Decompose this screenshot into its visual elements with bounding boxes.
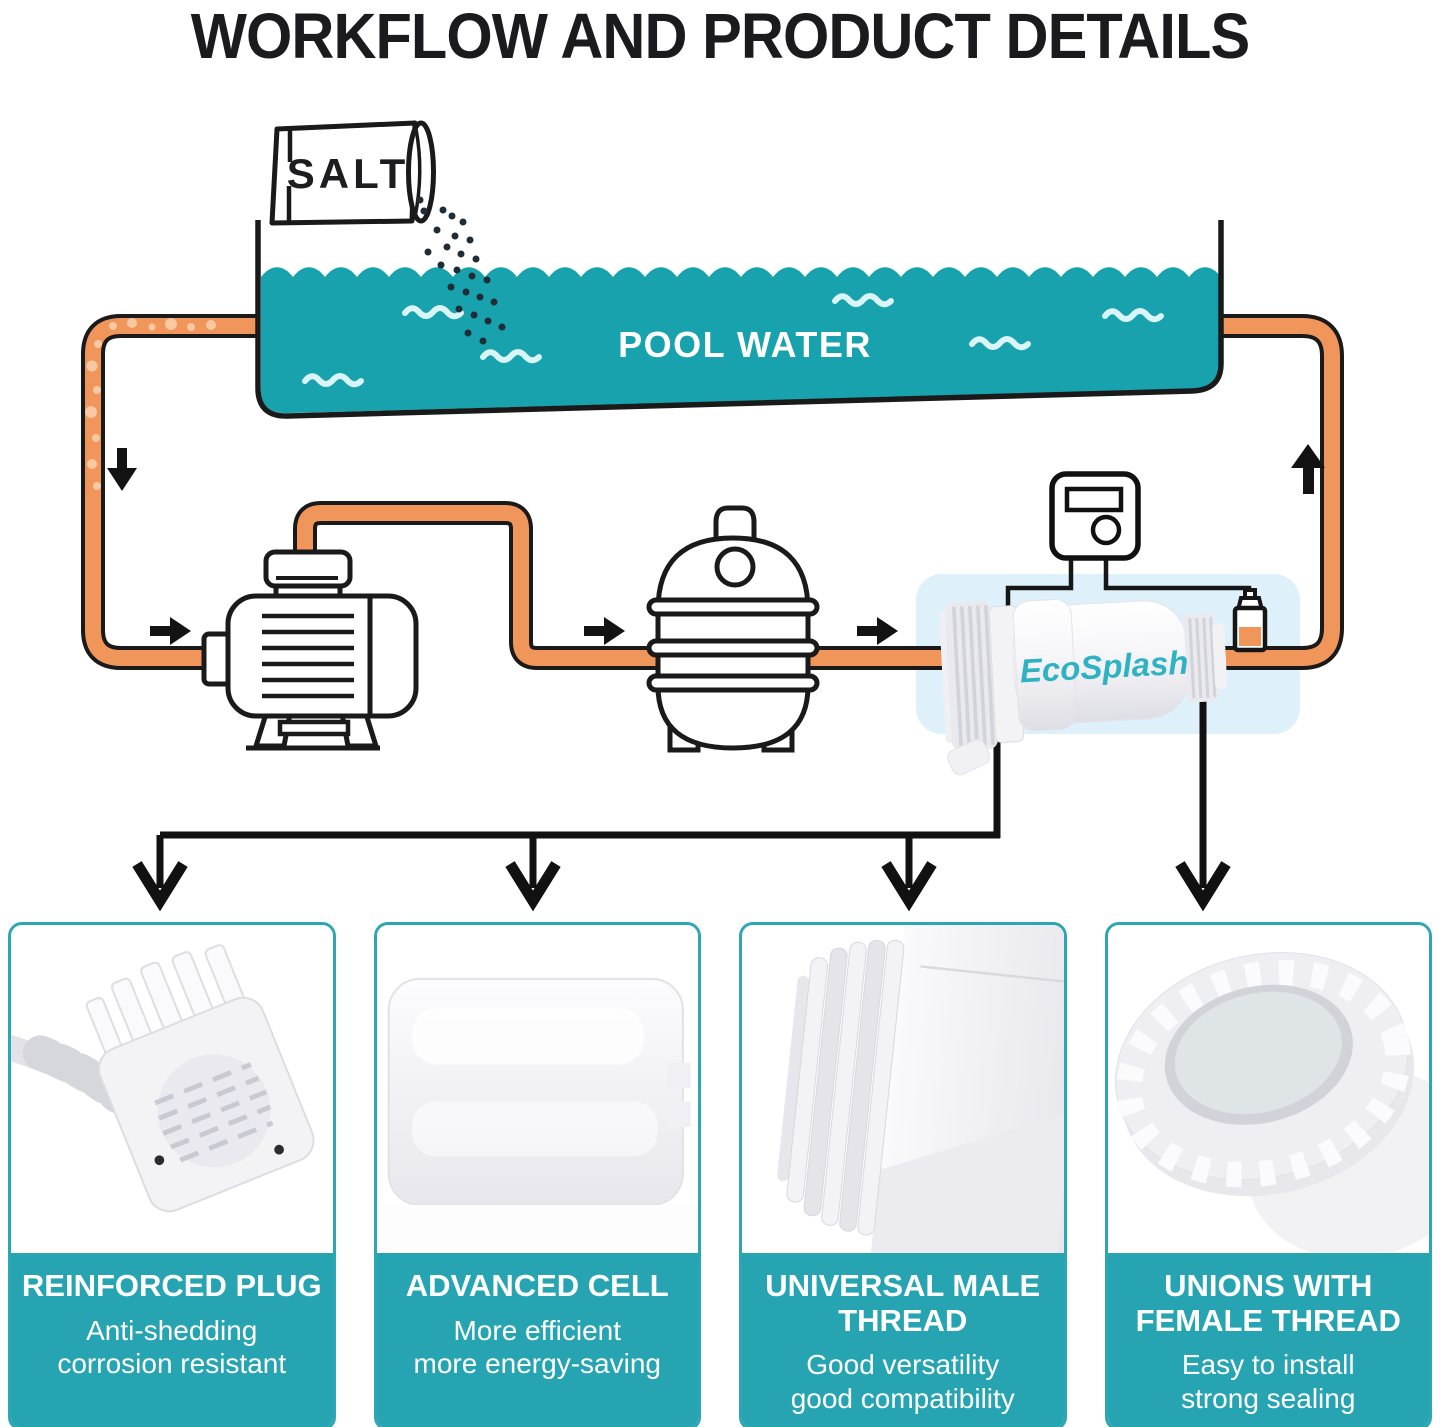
salt-grains xyxy=(416,196,506,345)
pool-water xyxy=(261,267,1221,414)
salt-label: SALT xyxy=(287,150,410,197)
connector-arrowheads xyxy=(132,861,1231,912)
panel-knob xyxy=(1090,514,1122,546)
pipe-cell-to-pool xyxy=(1198,314,1344,670)
salt-bag: SALT xyxy=(269,120,506,345)
arrowhead-icon xyxy=(505,861,561,912)
cell-illustration xyxy=(376,977,698,1250)
pool-outline xyxy=(255,220,1224,419)
panel-display xyxy=(1064,486,1124,513)
card-title: UNIVERSAL MALE THREAD xyxy=(765,1268,1041,1338)
card-subtitle: Anti-shedding corrosion resistant xyxy=(57,1314,287,1380)
chlorinator-cell: EcoSplash xyxy=(939,598,1228,776)
cell-brand-logo: EcoSplash xyxy=(1019,644,1189,690)
cell-nub xyxy=(947,739,991,776)
thread-illustration xyxy=(777,925,1064,1253)
pool-water-label: POOL WATER xyxy=(618,324,872,365)
pump xyxy=(201,549,419,751)
card-title: ADVANCED CELL xyxy=(405,1268,669,1303)
plug-illustration xyxy=(11,944,315,1213)
connector-drops xyxy=(156,700,1207,888)
control-panel xyxy=(1049,471,1141,561)
sensor-liquid xyxy=(1239,627,1261,646)
filter-top-cap xyxy=(713,505,757,538)
salt-flow-dots xyxy=(85,318,216,490)
flow-arrow-up-icon xyxy=(1291,444,1325,494)
card-band: ADVANCED CELL More efficient more energy… xyxy=(376,1253,698,1427)
product-cards: REINFORCED PLUG Anti-shedding corrosion … xyxy=(8,922,1432,1427)
card-band: UNIVERSAL MALE THREAD Good versatility g… xyxy=(742,1253,1064,1427)
filter-tank xyxy=(646,505,820,753)
card-band: UNIONS WITH FEMALE THREAD Easy to instal… xyxy=(1107,1253,1429,1427)
pipe-pump-to-cell xyxy=(293,501,960,670)
card-title: REINFORCED PLUG xyxy=(21,1268,322,1303)
flow-sensor xyxy=(1232,588,1268,653)
filter-band xyxy=(646,597,820,617)
filter-band xyxy=(646,673,820,693)
flow-arrow-right-icon xyxy=(150,617,191,645)
filter-band xyxy=(646,638,820,658)
pool-tank: POOL WATER xyxy=(255,220,1224,419)
pipe-loop xyxy=(81,314,1344,670)
page-title: WORKFLOW AND PRODUCT DETAILS xyxy=(190,0,1250,72)
card-subtitle: More efficient more energy-saving xyxy=(413,1314,661,1380)
arrowhead-icon xyxy=(1175,861,1231,912)
reinforced-plug-photo xyxy=(11,925,333,1253)
flow-arrow-right-icon xyxy=(857,617,898,645)
card-subtitle: Easy to install strong sealing xyxy=(1181,1349,1356,1415)
flow-arrow-right-icon xyxy=(584,617,625,645)
card-band: REINFORCED PLUG Anti-shedding corrosion … xyxy=(11,1253,333,1427)
card-advanced-cell: ADVANCED CELL More efficient more energy… xyxy=(373,922,701,1427)
water-ripples xyxy=(302,293,1164,388)
card-subtitle: Good versatility good compatibility xyxy=(790,1349,1015,1415)
pump-fins xyxy=(262,613,354,699)
advanced-cell-photo xyxy=(376,925,698,1253)
card-universal-male-thread: UNIVERSAL MALE THREAD Good versatility g… xyxy=(739,922,1067,1427)
filter-port xyxy=(714,546,756,588)
card-unions-female-thread: UNIONS WITH FEMALE THREAD Easy to instal… xyxy=(1104,922,1432,1427)
salt-bag-mouth-fold xyxy=(413,128,422,218)
flow-arrow-down-icon xyxy=(107,448,137,491)
workflow-diagram: POOL WATER SALT xyxy=(81,120,1344,912)
arrowhead-icon xyxy=(132,861,188,912)
pump-foot-bar xyxy=(277,719,351,737)
flow-arrows xyxy=(107,444,1325,645)
card-title: UNIONS WITH FEMALE THREAD xyxy=(1135,1268,1401,1338)
union-nut-photo xyxy=(1107,925,1429,1253)
card-reinforced-plug: REINFORCED PLUG Anti-shedding corrosion … xyxy=(8,922,336,1427)
salt-bag-body xyxy=(269,120,418,226)
salt-bag-seam xyxy=(286,127,293,222)
union-illustration xyxy=(1114,952,1429,1253)
pump-cap xyxy=(263,549,353,589)
arrowhead-icon xyxy=(881,861,937,912)
male-thread-photo xyxy=(742,925,1064,1253)
